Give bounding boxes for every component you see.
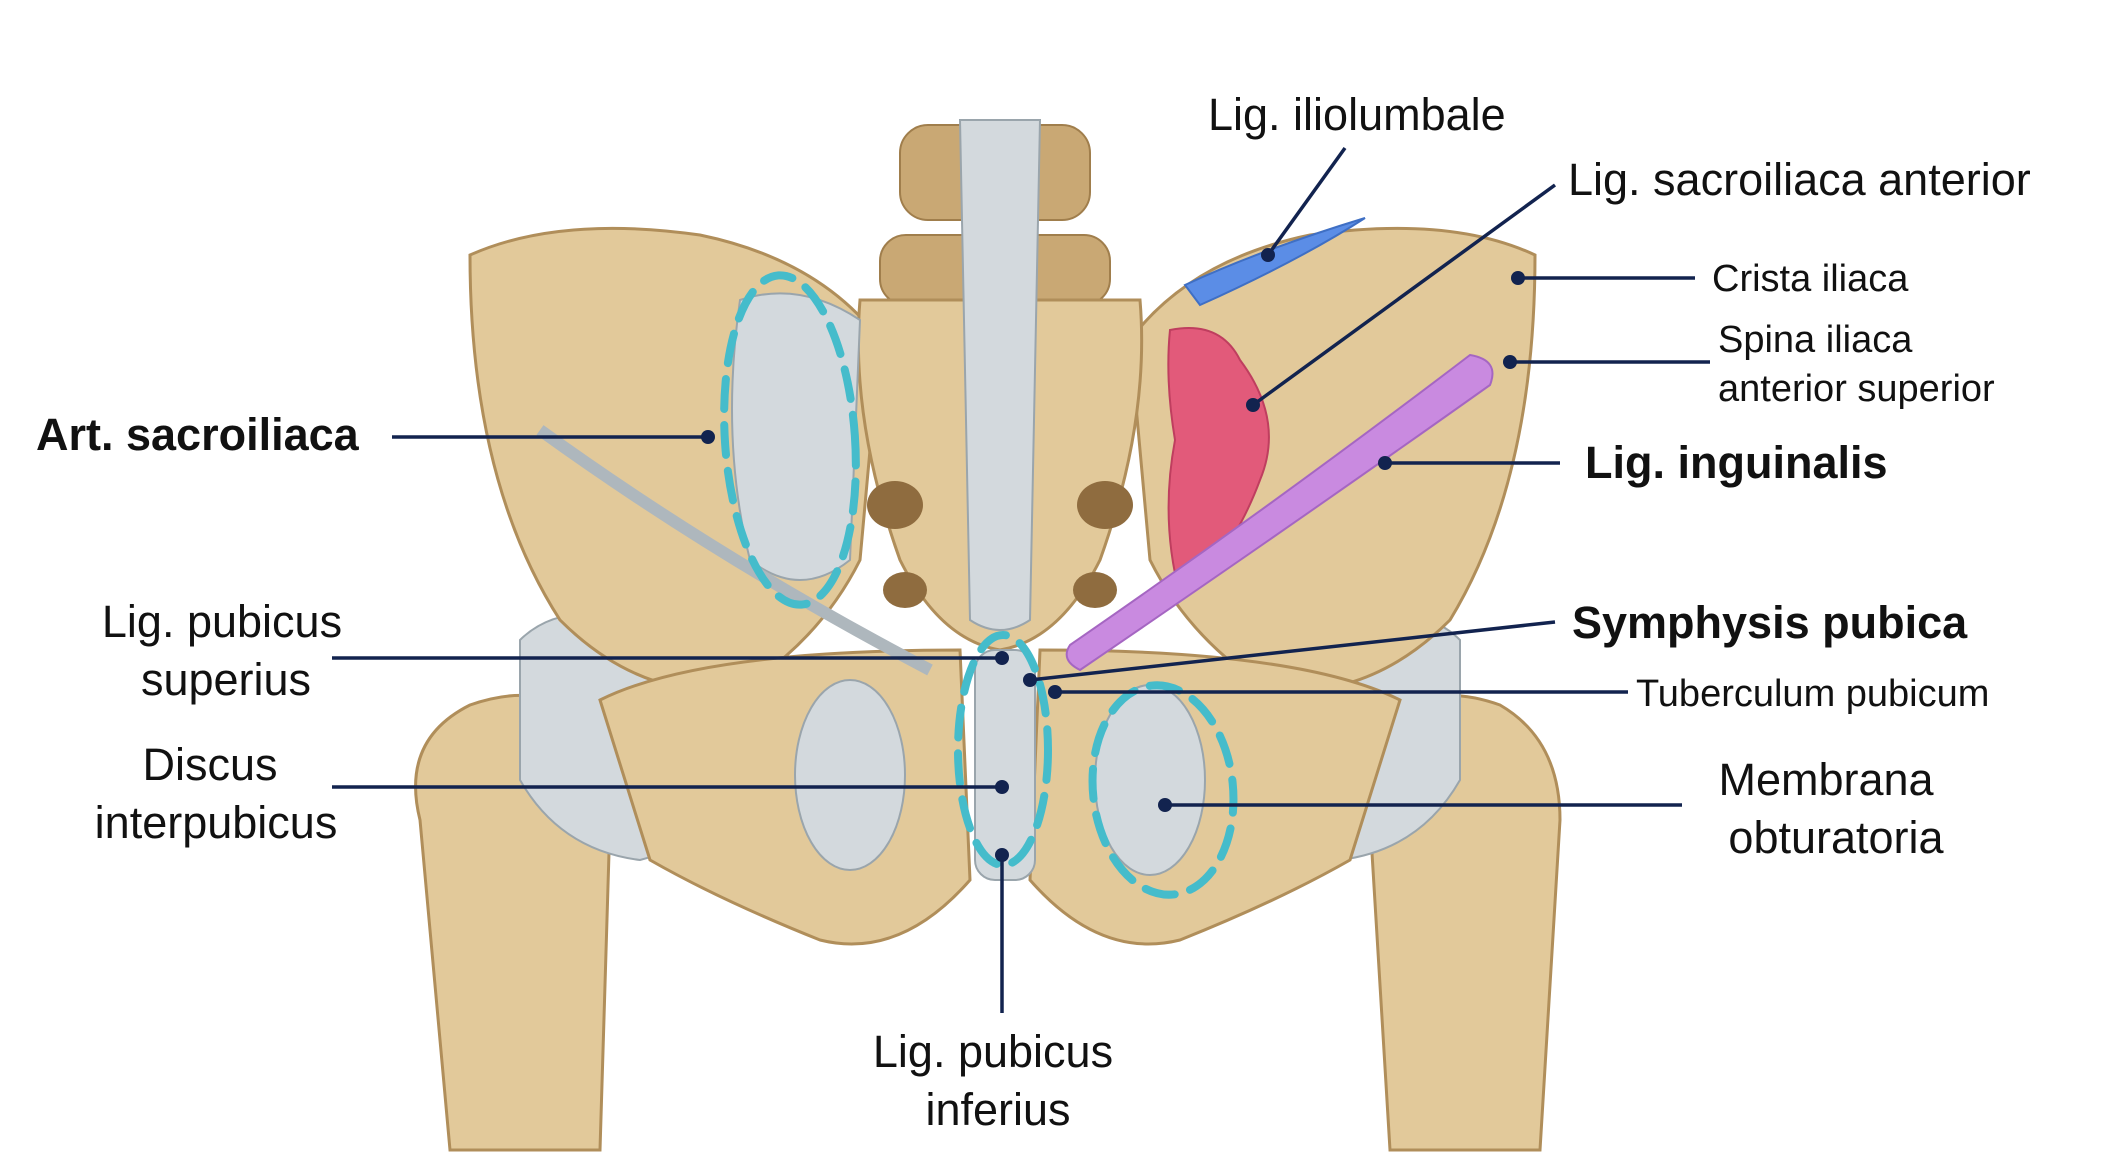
- sacral-foramen: [867, 481, 923, 529]
- label-crista-iliaca: Crista iliaca: [1712, 258, 1909, 300]
- highlight-art-sacroiliaca: [720, 271, 860, 609]
- dot-art-sacroiliaca: [701, 430, 715, 444]
- labels: Lig. iliolumbale Lig. sacroiliaca anteri…: [36, 89, 2031, 1135]
- label-pubicus-superius-line2: superius: [141, 654, 311, 705]
- dot-pubicus-inferius: [995, 848, 1009, 862]
- dot-pubicus-superius: [995, 651, 1009, 665]
- dot-iliolumbale: [1261, 248, 1275, 262]
- label-membrana-line2: obturatoria: [1728, 812, 1944, 863]
- sacral-foramen: [1077, 481, 1133, 529]
- leader-sacroiliaca-anterior: [1251, 183, 1557, 407]
- pubic-symphysis: [974, 649, 1036, 881]
- label-discus-line1: Discus: [142, 739, 277, 790]
- dot-tuberculum: [1048, 685, 1062, 699]
- dot-sacroiliaca-anterior: [1246, 398, 1260, 412]
- label-discus-line2: interpubicus: [95, 797, 338, 848]
- label-sacroiliaca-anterior: Lig. sacroiliaca anterior: [1568, 154, 2031, 205]
- label-spina-line2: anterior superior: [1718, 368, 1995, 410]
- dot-membrana: [1158, 798, 1172, 812]
- right-pubic-ramus: [1028, 648, 1402, 946]
- left-sacroiliac-ligaments: [731, 292, 862, 581]
- left-pubic-ramus: [598, 648, 972, 946]
- dot-crista-iliaca: [1511, 271, 1525, 285]
- sacral-foramen: [1073, 572, 1117, 608]
- leader-symphysis: [1029, 620, 1556, 682]
- label-iliolumbale: Lig. iliolumbale: [1208, 89, 1506, 140]
- highlight-symphysis: [954, 631, 1052, 869]
- label-tuberculum: Tuberculum pubicum: [1636, 673, 1989, 715]
- lig-iliolumbale-shape: [1183, 217, 1366, 307]
- label-membrana-line1: Membrana: [1718, 754, 1934, 805]
- label-pubicus-superius-line1: Lig. pubicus: [102, 596, 342, 647]
- label-inguinalis: Lig. inguinalis: [1585, 437, 1888, 488]
- sacral-foramen: [883, 572, 927, 608]
- label-art-sacroiliaca: Art. sacroiliaca: [36, 409, 360, 460]
- label-pubicus-inferius-line2: inferius: [925, 1084, 1070, 1135]
- left-obturator-membrane: [794, 679, 906, 871]
- leader-lines: [332, 146, 1710, 1013]
- pelvis-illustration: [414, 119, 1562, 1152]
- label-symphysis: Symphysis pubica: [1572, 597, 1968, 648]
- label-spina-line1: Spina iliaca: [1718, 319, 1913, 361]
- left-inguinal-ligament: [536, 425, 933, 676]
- dot-symphysis: [1023, 673, 1037, 687]
- highlight-membrana-obturatoria: [1088, 681, 1238, 899]
- lig-inguinalis-shape: [1065, 353, 1494, 672]
- label-pubicus-inferius-line1: Lig. pubicus: [873, 1026, 1113, 1077]
- dot-discus: [995, 780, 1009, 794]
- leader-iliolumbale: [1266, 146, 1347, 257]
- dot-spina-iliaca: [1503, 355, 1517, 369]
- dot-inguinalis: [1378, 456, 1392, 470]
- anterior-longitudinal-ligament: [958, 119, 1042, 631]
